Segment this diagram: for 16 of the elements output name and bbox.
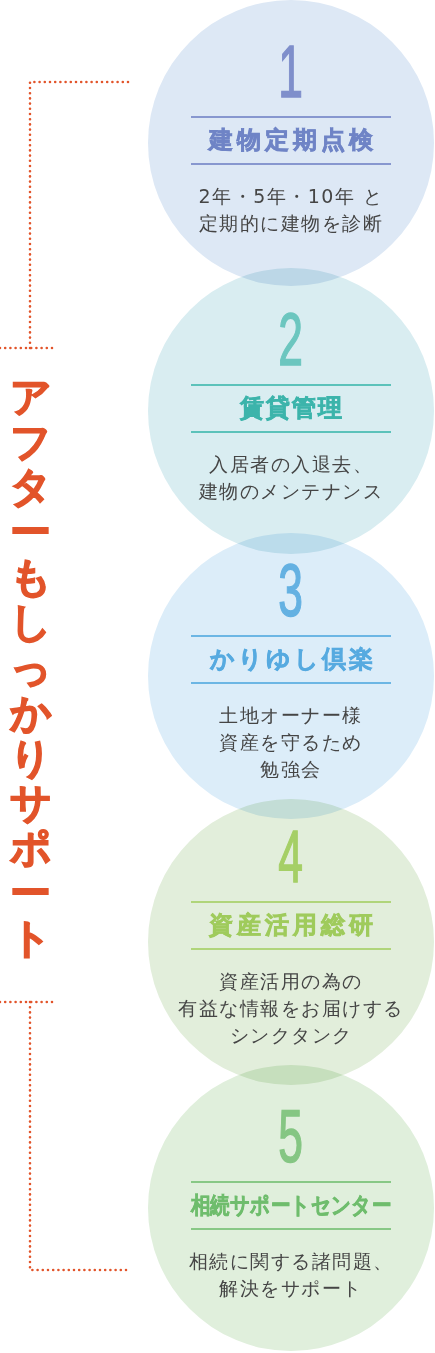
step-description: 入居者の入退去、建物のメンテナンス	[198, 451, 384, 504]
step-number: 2	[278, 309, 304, 370]
step-number: 5	[278, 1106, 304, 1167]
step-title: 相続サポートセンター	[190, 1190, 392, 1220]
step-title: かりゆし倶楽	[208, 645, 376, 674]
step-description: 相続に関する諸問題、解決をサポート	[188, 1248, 394, 1301]
vertical-heading: アフターもしっかりサポート	[10, 375, 51, 962]
step-title: 賃貸管理	[239, 393, 344, 423]
step-description: 土地オーナー様資産を守るため勉強会	[219, 703, 363, 782]
step-title: 資産活用総研	[208, 911, 377, 940]
step-title: 建物定期点検	[207, 125, 377, 155]
step-number: 3	[278, 561, 304, 621]
step-number: 1	[278, 41, 304, 102]
step-number: 4	[278, 827, 304, 887]
step-description: 資産活用の為の有益な情報をお届けするシンクタンク	[178, 969, 404, 1048]
step-description: 2年・5年・10年 と定期的に建物を診断	[198, 183, 384, 236]
